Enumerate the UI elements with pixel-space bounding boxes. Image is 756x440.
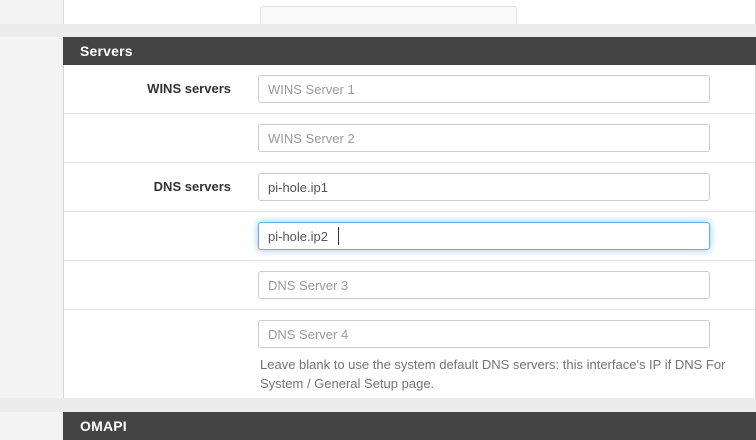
previous-section-panel	[63, 0, 756, 26]
text-caret	[338, 227, 339, 245]
section-header-servers: Servers	[63, 37, 756, 65]
help-text-line-1: Leave blank to use the system default DN…	[260, 357, 726, 372]
section-header-omapi: OMAPI	[63, 412, 756, 440]
label-dns-servers: DNS servers	[153, 179, 231, 194]
dns-servers-help-text: Leave blank to use the system default DN…	[260, 355, 756, 393]
form-row-dns-server-2	[64, 212, 755, 261]
previous-section-field[interactable]	[260, 6, 517, 26]
form-row-dns-server-4: Leave blank to use the system default DN…	[64, 310, 755, 395]
label-wins-servers: WINS servers	[147, 81, 231, 96]
form-row-dns-server-1: DNS servers	[64, 163, 755, 212]
field-wrap-dns-server-4	[258, 320, 710, 348]
panel-gap-top	[0, 24, 756, 37]
servers-panel-body: WINS servers DNS servers	[63, 65, 756, 398]
field-wrap-dns-server-1	[258, 173, 710, 201]
field-wrap-dns-server-3	[258, 271, 710, 299]
field-wrap-wins-server-2	[258, 124, 710, 152]
help-text-line-2: System / General Setup page.	[260, 376, 435, 391]
input-dns-server-3[interactable]	[258, 271, 710, 299]
form-row-wins-server-2	[64, 114, 755, 163]
panel-gap-bottom	[0, 398, 756, 412]
form-row-dns-server-3	[64, 261, 755, 310]
form-row-wins-server-1: WINS servers	[64, 65, 755, 114]
input-wins-server-2[interactable]	[258, 124, 710, 152]
input-dns-server-4[interactable]	[258, 320, 710, 348]
input-wins-server-1[interactable]	[258, 75, 710, 103]
input-dns-server-2[interactable]	[258, 222, 710, 250]
input-dns-server-1[interactable]	[258, 173, 710, 201]
field-wrap-dns-server-2	[258, 222, 710, 250]
field-wrap-wins-server-1	[258, 75, 710, 103]
